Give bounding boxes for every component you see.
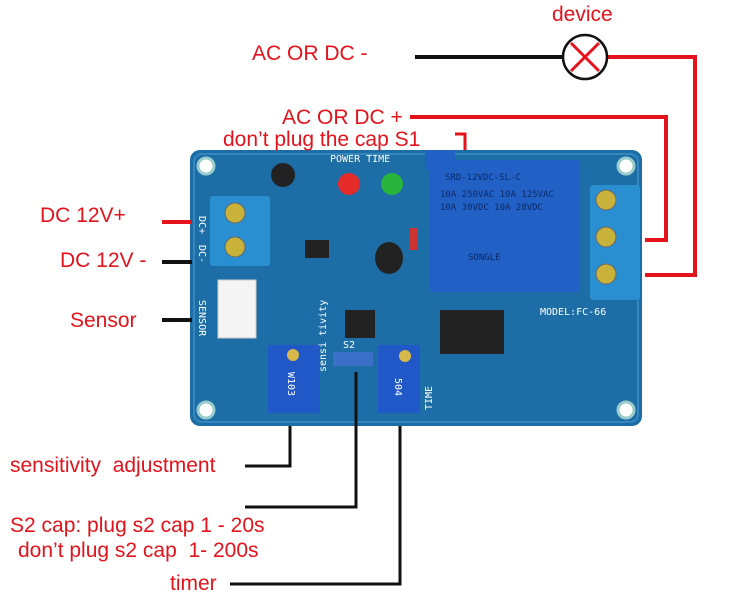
label-s2-noplug: don’t plug s2 cap 1- 200s (18, 539, 259, 562)
timer-potentiometer: 504 (378, 345, 420, 413)
lamp-cross-icon (561, 33, 609, 81)
timer-leader (230, 426, 402, 586)
ac-minus-wire (415, 55, 697, 277)
board-dc-plus: DC+ (196, 216, 207, 234)
label-dc-minus: DC 12V - (60, 249, 146, 272)
time-led (381, 173, 403, 195)
label-timer: timer (170, 572, 217, 595)
label-ac-dc-minus: AC OR DC - (252, 42, 368, 65)
board-sensor: SENSOR (196, 300, 207, 337)
pcb-board: DC+ DC- SENSOR POWER TIME SRD-12VDC-SL-C… (190, 150, 642, 426)
label-ac-dc-plus: AC OR DC + (282, 106, 403, 129)
s2-jumper (333, 352, 373, 366)
svg-text:W103: W103 (285, 372, 296, 396)
label-s2-plug: S2 cap: plug s2 cap 1 - 20s (10, 514, 265, 537)
s1-bracket (455, 132, 467, 152)
relay-terminal (590, 185, 640, 300)
svg-text:10A 250VAC 10A 125VAC: 10A 250VAC 10A 125VAC (440, 190, 554, 200)
label-sensitivity: sensitivity adjustment (10, 454, 216, 477)
svg-text:SONGLE: SONGLE (468, 253, 501, 263)
label-sensor: Sensor (70, 309, 137, 332)
s2-leader (245, 372, 358, 509)
sensor-connector (217, 279, 257, 339)
board-time: TIME (424, 386, 435, 410)
sensitivity-potentiometer: W103 (268, 345, 320, 413)
board-s2: S2 (343, 340, 355, 351)
power-terminal (210, 196, 270, 266)
sensitivity-leader (245, 426, 292, 468)
label-dc-plus: DC 12V+ (40, 204, 126, 227)
power-led (338, 173, 360, 195)
label-s1-note: don’t plug the cap S1 (223, 128, 420, 151)
svg-text:504: 504 (392, 378, 403, 396)
board-dc-minus: DC- (196, 245, 207, 263)
svg-text:10A 30VDC 10A 28VDC: 10A 30VDC 10A 28VDC (440, 203, 543, 213)
svg-text:SRD-12VDC-SL-C: SRD-12VDC-SL-C (445, 173, 521, 183)
board-model: MODEL:FC-66 (540, 307, 606, 318)
relay: SRD-12VDC-SL-C 10A 250VAC 10A 125VAC 10A… (430, 160, 580, 292)
ic-chip (440, 310, 504, 354)
ac-plus-wire (410, 115, 668, 242)
board-power-time: POWER TIME (330, 154, 390, 165)
board-sensitivity: sensi tivity (318, 300, 329, 372)
label-device: device (552, 3, 613, 26)
